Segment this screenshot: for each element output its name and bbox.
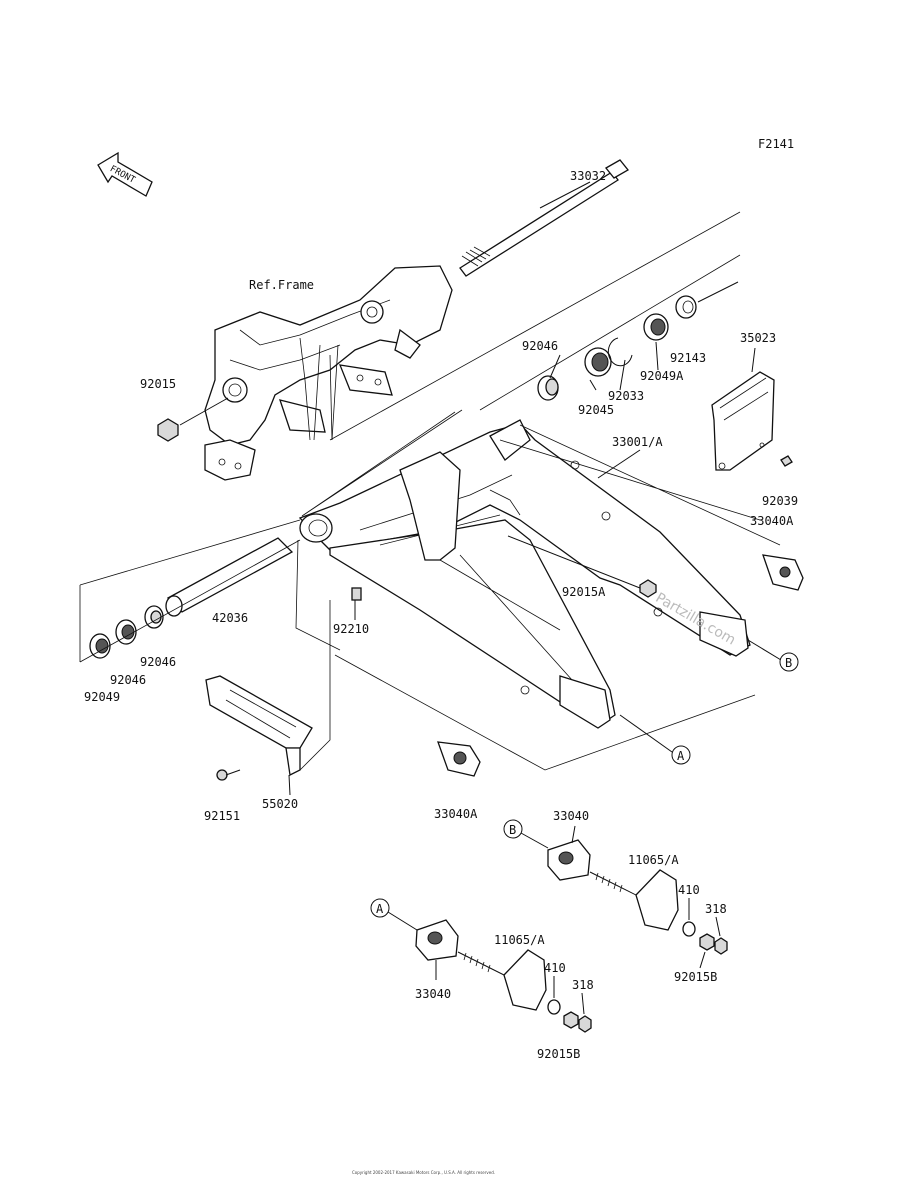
label-92015b-a: 92015B	[537, 1047, 580, 1061]
label-92049: 92049	[84, 690, 120, 704]
label-318-b: 318	[705, 902, 727, 916]
washer-410-a	[547, 999, 561, 1015]
ref-circle-a-detail	[370, 898, 390, 918]
nut-92015	[157, 418, 179, 442]
screw-92151	[216, 769, 241, 781]
circlip-92033	[607, 337, 633, 367]
label-92049a: 92049A	[640, 369, 684, 383]
label-92046-top: 92046	[522, 339, 558, 353]
nut-92015b-a	[563, 1011, 579, 1029]
collar-92143	[675, 295, 697, 319]
bearing-92046-left2	[115, 619, 137, 645]
chain-guard-35023	[711, 371, 775, 471]
label-92046-left2: 92046	[110, 673, 146, 687]
label-92046-left: 92046	[140, 655, 176, 669]
frame-drawing	[204, 265, 453, 481]
label-92033: 92033	[608, 389, 644, 403]
label-33040a-right: 33040A	[750, 514, 794, 528]
pivot-shaft	[459, 159, 629, 277]
washer-410-b	[682, 921, 696, 937]
ref-b-main: B	[785, 656, 792, 670]
footer-copyright: Copyright 2002-2017 Kawasaki Motors Corp…	[352, 1170, 495, 1175]
label-92151: 92151	[204, 809, 240, 823]
adjuster-block-33040-a	[415, 919, 459, 961]
chain-adjuster-33040a-bottom	[437, 741, 481, 777]
bearing-92046-left	[144, 605, 164, 629]
label-33040-b: 33040	[553, 809, 589, 823]
seal-92049a	[643, 313, 669, 341]
label-35023: 35023	[740, 331, 776, 345]
label-11065a-b: 11065/A	[628, 853, 679, 867]
sleeve-42036	[165, 537, 294, 617]
screw-92039	[780, 455, 793, 467]
adjuster-bolt-11065a-a	[457, 949, 547, 1011]
label-92015: 92015	[140, 377, 176, 391]
label-11065a-a: 11065/A	[494, 933, 545, 947]
ref-circle-a-main	[671, 745, 691, 765]
ref-b-detail: B	[509, 823, 516, 837]
label-318-a: 318	[572, 978, 594, 992]
label-33040-a: 33040	[415, 987, 451, 1001]
label-92015b-b: 92015B	[674, 970, 717, 984]
figure-code: F2141	[758, 137, 794, 151]
nut-318-b	[714, 937, 728, 955]
bearing-92045	[584, 347, 612, 377]
seal-92049	[89, 633, 111, 659]
nut-92015a	[639, 579, 657, 598]
nut-92015b-b	[699, 933, 715, 951]
label-33032: 33032	[570, 169, 606, 183]
ref-a-main: A	[677, 749, 685, 763]
bearing-92046-top	[537, 375, 559, 401]
front-arrow-icon: FRONT	[97, 151, 153, 197]
label-92143: 92143	[670, 351, 706, 365]
label-92039: 92039	[762, 494, 798, 508]
label-410-b: 410	[678, 883, 700, 897]
label-92045: 92045	[578, 403, 614, 417]
label-410-a: 410	[544, 961, 566, 975]
adjuster-bolt-11065a-b	[589, 869, 679, 931]
ref-a-detail: A	[376, 902, 384, 916]
label-33001a: 33001/A	[612, 435, 663, 449]
label-33040a-bottom: 33040A	[434, 807, 478, 821]
grease-nipple-92210	[351, 587, 362, 601]
chain-slider-55020	[205, 675, 313, 776]
ref-circle-b-detail	[503, 819, 523, 839]
nut-318-a	[578, 1015, 592, 1033]
label-42036: 42036	[212, 611, 248, 625]
frame-reference-label: Ref.Frame	[249, 278, 314, 292]
label-92210: 92210	[333, 622, 369, 636]
chain-adjuster-33040a-right	[762, 554, 804, 591]
label-92015a: 92015A	[562, 585, 606, 599]
label-55020: 55020	[262, 797, 298, 811]
ref-circle-b-main	[779, 652, 799, 672]
swingarm-33001: Partzilla.com	[298, 419, 751, 729]
adjuster-block-33040-b	[547, 839, 591, 881]
